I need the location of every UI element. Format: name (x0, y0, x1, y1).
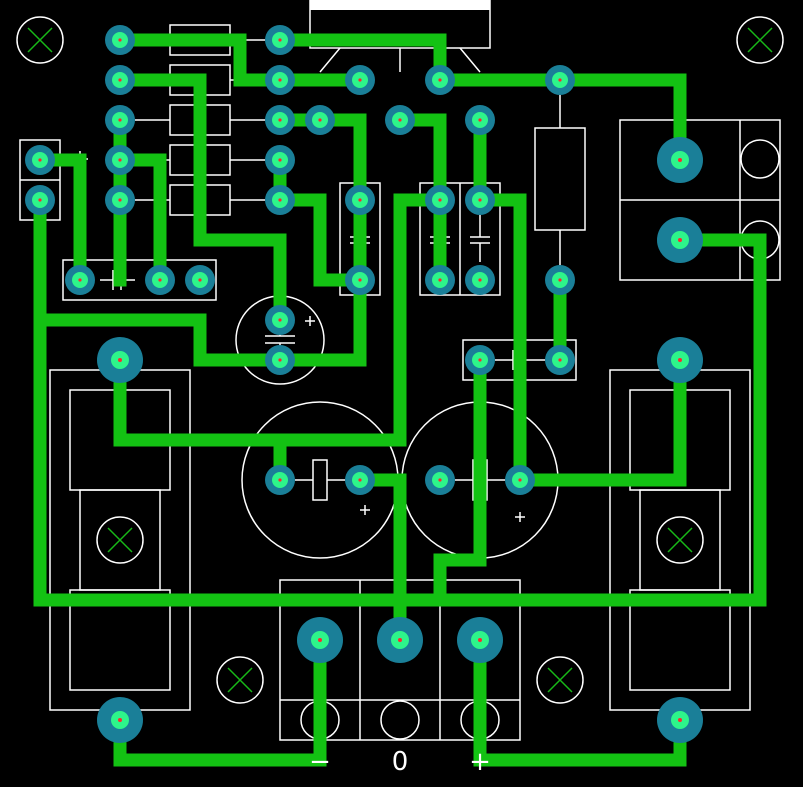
ic-tab-top (310, 0, 490, 10)
mount-hole-top-right (736, 16, 784, 64)
transistor-hole-left (96, 516, 144, 564)
mount-hole-top-left (16, 16, 64, 64)
mount-hole-bottom-left (216, 656, 264, 704)
mount-hole-bottom-right (536, 656, 584, 704)
pad-small (25, 25, 575, 495)
pads (25, 25, 703, 743)
pad-large (97, 137, 703, 743)
terminal-minus-label: − (309, 747, 331, 777)
terminal-labels: − 0 + (309, 747, 491, 777)
transistor-hole-right (656, 516, 704, 564)
terminal-zero-label: 0 (392, 747, 409, 777)
terminal-plus-label: + (469, 747, 491, 777)
